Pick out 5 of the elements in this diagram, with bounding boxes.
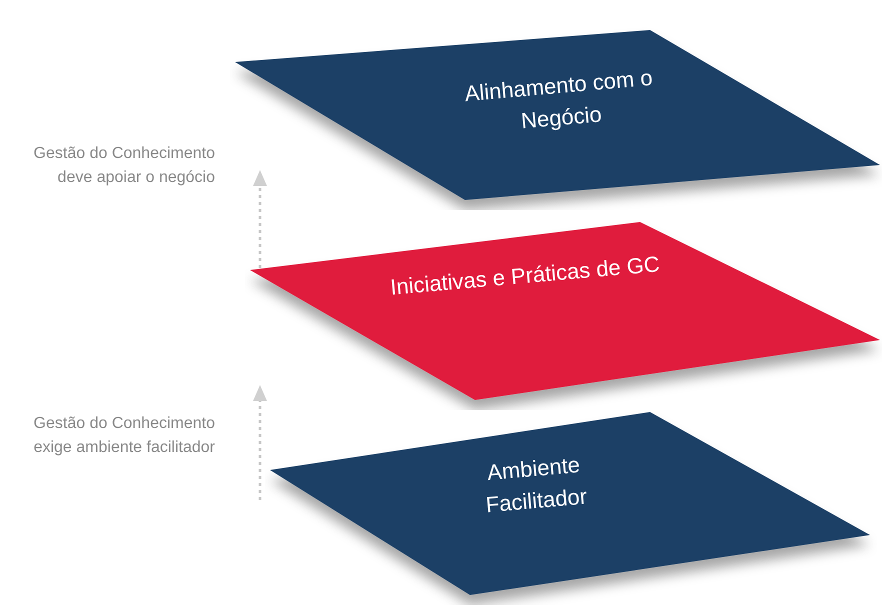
layer-title: Ambiente Facilitador — [484, 451, 589, 520]
side-note: Gestão do Conhecimento deve apoiar o negócio — [32, 144, 215, 188]
layer-title: Alinhamento com o Negócio — [462, 64, 654, 136]
layer-title: Iniciativas e Práticas de GC — [388, 250, 662, 302]
side-note: Gestão do Conhecimento exige ambiente facilitador — [32, 414, 215, 458]
